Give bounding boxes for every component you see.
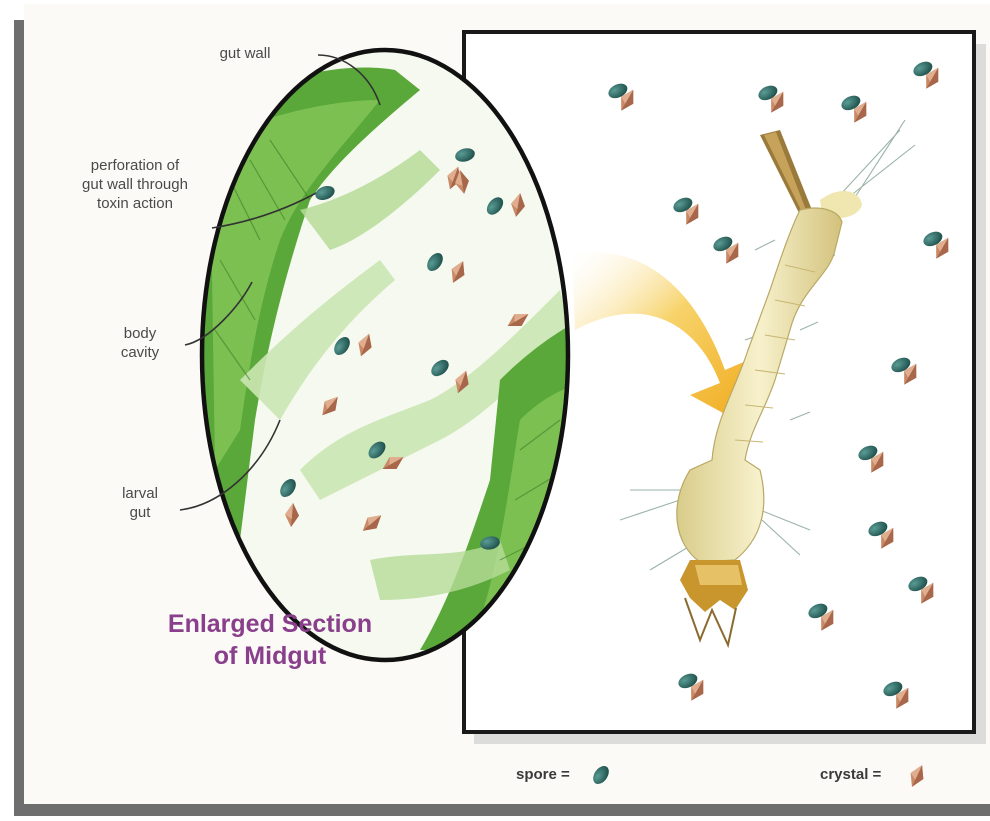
body-cavity-label: body cavity [100,324,180,362]
perforation-label: perforation of gut wall through toxin ac… [55,156,215,213]
body-cavity-line-2: cavity [100,343,180,362]
larval-gut-line-2: gut [100,503,180,522]
crystal-legend-label: crystal = [820,766,881,783]
perforation-line-2: gut wall through [55,175,215,194]
diagram-title: Enlarged Section of Midgut [120,608,420,672]
perforation-line-1: perforation of [55,156,215,175]
gut-wall-label: gut wall [185,44,305,63]
title-line-2: of Midgut [120,640,420,672]
spore-legend-label: spore = [516,766,570,783]
perforation-line-3: toxin action [55,194,215,213]
larval-gut-line-1: larval [100,484,180,503]
title-line-1: Enlarged Section [120,608,420,640]
body-cavity-line-1: body [100,324,180,343]
larval-gut-label: larval gut [100,484,180,522]
